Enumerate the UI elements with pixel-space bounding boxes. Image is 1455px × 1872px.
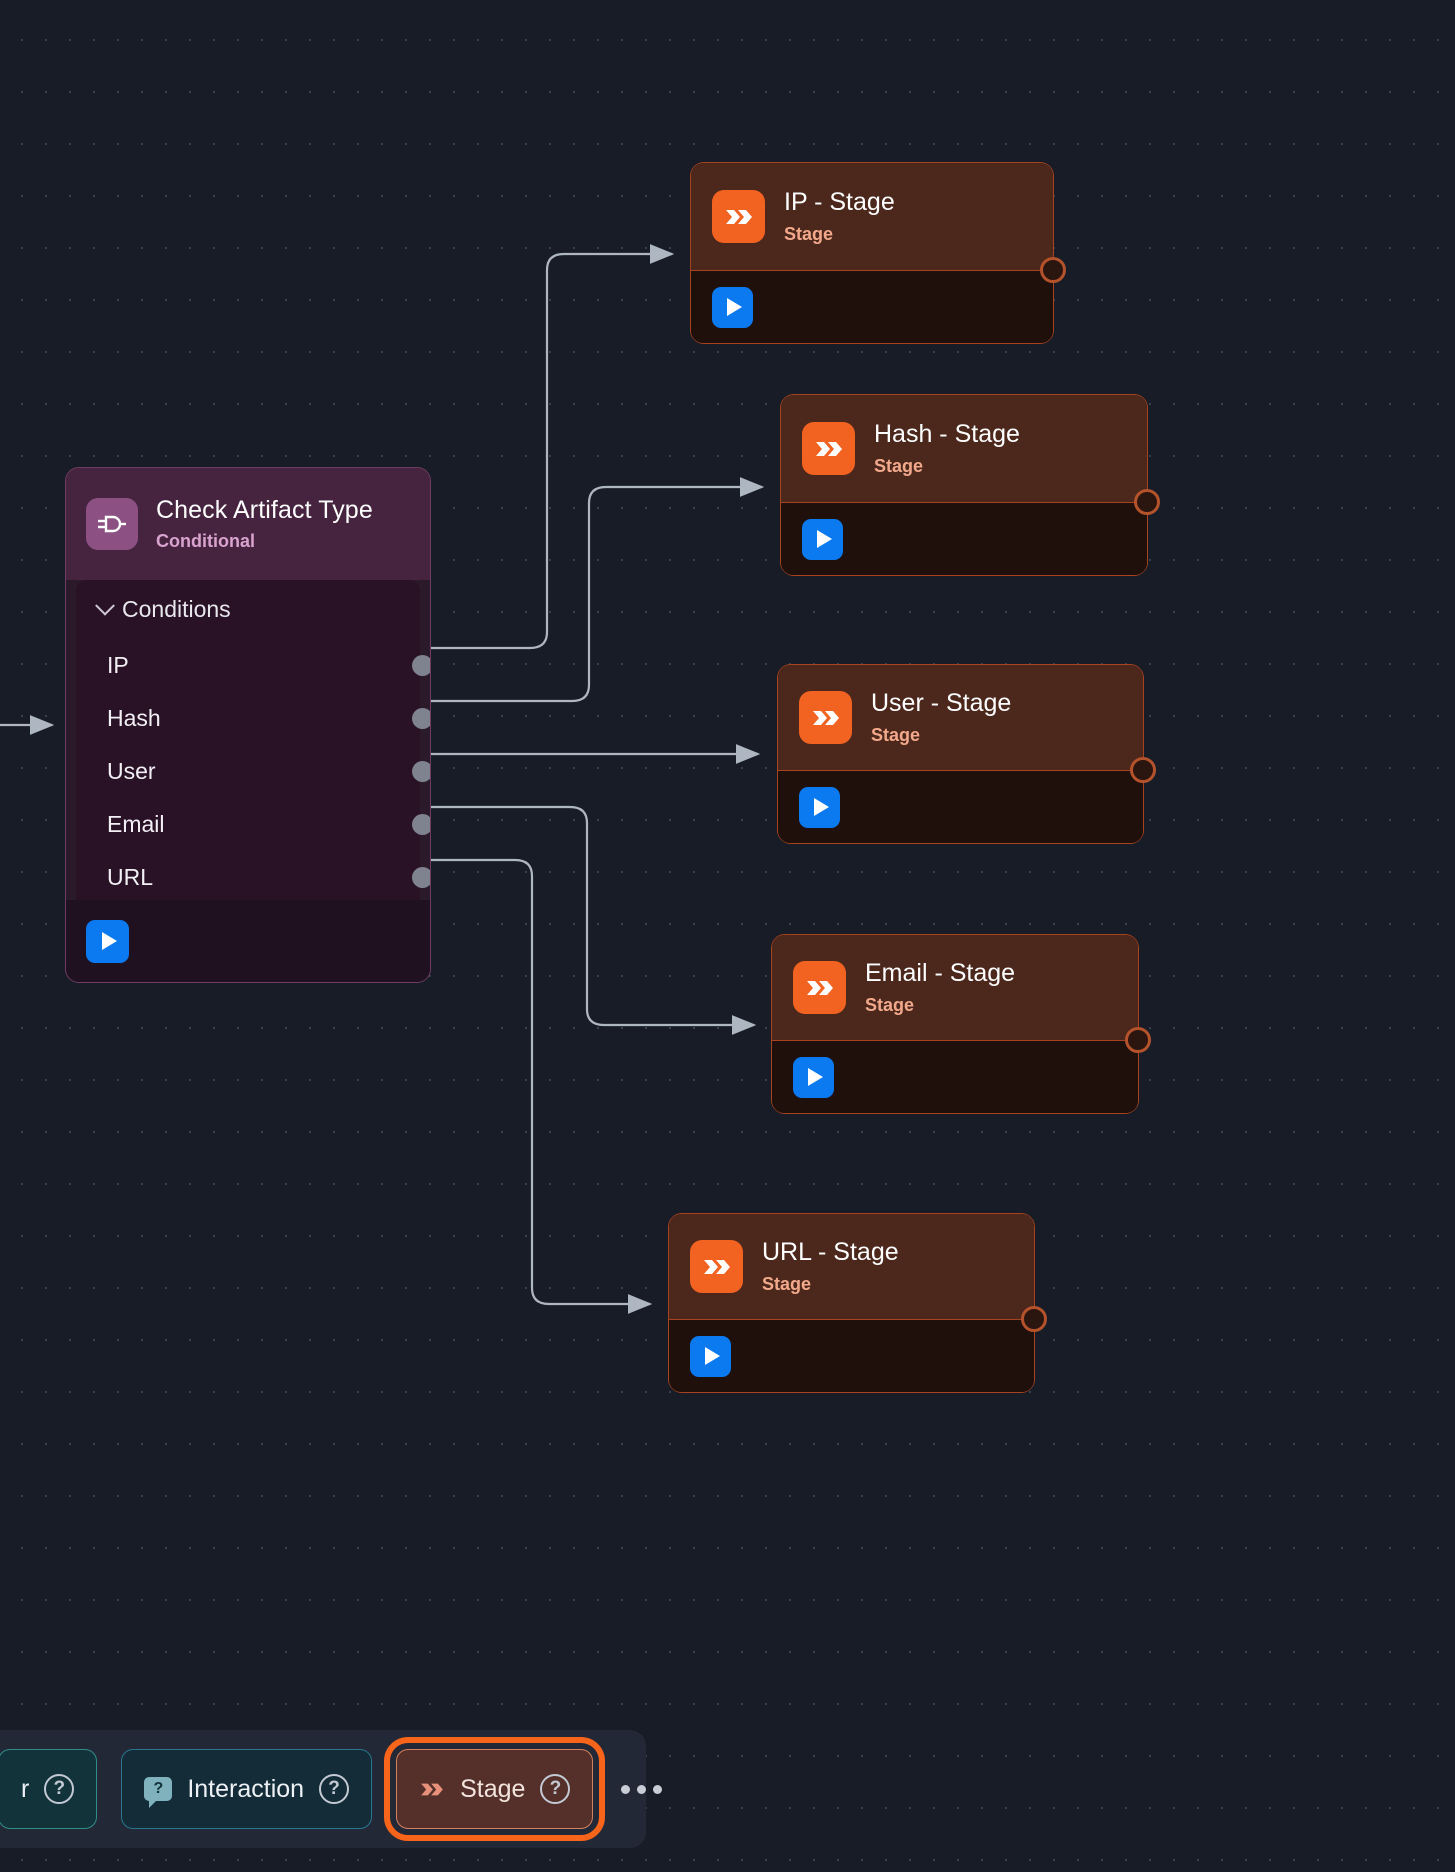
stage-node-header[interactable]: User - Stage Stage (778, 665, 1156, 783)
double-chevron-icon (419, 1775, 445, 1804)
play-icon[interactable] (86, 919, 129, 963)
question-mark-icon[interactable]: ? (44, 1774, 75, 1804)
node-check-artifact-type[interactable]: Check Artifact Type Conditional Conditio… (65, 467, 431, 983)
output-port-user[interactable] (412, 761, 430, 782)
conditional-node-footer (66, 900, 430, 982)
stage-node-subtitle: Stage (762, 1274, 812, 1294)
stage-node-body (669, 1320, 1034, 1392)
play-icon[interactable] (799, 786, 840, 828)
stage-node-title: Hash - Stage (874, 420, 1020, 448)
double-chevron-icon (712, 190, 765, 243)
palette-button-label: r (21, 1774, 30, 1803)
condition-row-user[interactable]: User (76, 745, 430, 798)
output-port-hash[interactable] (412, 708, 430, 729)
stage-node-header[interactable]: URL - Stage Stage (669, 1214, 1047, 1332)
node-user-stage[interactable]: User - Stage Stage (777, 664, 1156, 844)
stage-node-title: User - Stage (871, 689, 1012, 717)
stage-node-subtitle: Stage (865, 995, 915, 1015)
output-port-email-stage[interactable] (1125, 1027, 1151, 1053)
palette-button-label: Stage (460, 1774, 526, 1803)
condition-label: URL (107, 864, 154, 890)
palette-button-label: Interaction (187, 1774, 305, 1803)
condition-row-hash[interactable]: Hash (76, 692, 430, 745)
conditions-section-toggle[interactable]: Conditions (76, 595, 420, 623)
palette-button-stage[interactable]: Stage ? (384, 1737, 606, 1841)
node-url-stage[interactable]: URL - Stage Stage (668, 1213, 1047, 1393)
node-hash-stage[interactable]: Hash - Stage Stage (780, 394, 1160, 576)
output-port-ip[interactable] (412, 655, 430, 676)
stage-node-title: Email - Stage (865, 959, 1016, 987)
condition-row-ip[interactable]: IP (76, 639, 430, 692)
stage-node-subtitle: Stage (784, 224, 834, 244)
double-chevron-icon (802, 422, 855, 475)
edge-ip (404, 244, 675, 650)
stage-node-body (778, 771, 1143, 843)
condition-label: Hash (107, 705, 161, 731)
node-ip-stage[interactable]: IP - Stage Stage (690, 162, 1066, 344)
logic-gate-icon (86, 498, 138, 550)
question-mark-icon[interactable]: ? (319, 1774, 350, 1804)
conditions-panel: Conditions IP Hash User Email URL (76, 580, 430, 904)
edge-hash (404, 477, 765, 703)
output-port-hash-stage[interactable] (1134, 489, 1160, 515)
condition-label: IP (107, 652, 129, 678)
conditional-node-subtitle: Conditional (156, 531, 255, 551)
condition-label: User (107, 758, 156, 784)
stage-node-body (691, 271, 1053, 343)
edge-email (404, 805, 757, 1035)
double-chevron-icon (690, 1240, 743, 1293)
output-port-email[interactable] (412, 814, 430, 835)
play-icon[interactable] (690, 1335, 731, 1377)
node-palette-toolbar[interactable]: r ? ? Interaction ? Stage ? (0, 1730, 663, 1848)
palette-button-interaction[interactable]: ? Interaction ? (121, 1749, 373, 1829)
play-icon[interactable] (793, 1056, 834, 1098)
stage-node-header[interactable]: Email - Stage Stage (772, 935, 1151, 1053)
conditions-section-label: Conditions (122, 596, 231, 622)
stage-node-header[interactable]: IP - Stage Stage (691, 163, 1066, 283)
edge-url (404, 858, 653, 1314)
stage-node-title: IP - Stage (784, 188, 895, 216)
chevron-down-icon (95, 595, 115, 616)
node-email-stage[interactable]: Email - Stage Stage (771, 934, 1151, 1114)
stage-node-subtitle: Stage (874, 456, 924, 476)
palette-button-partial[interactable]: r ? (0, 1749, 98, 1829)
output-port-ip-stage[interactable] (1040, 257, 1066, 283)
ellipsis-icon[interactable] (621, 1784, 663, 1794)
question-mark-icon[interactable]: ? (540, 1774, 571, 1804)
conditional-node-title: Check Artifact Type (156, 496, 373, 524)
speech-bubble-question-icon: ? (144, 1777, 173, 1808)
play-icon[interactable] (802, 518, 843, 560)
stage-node-header[interactable]: Hash - Stage Stage (781, 395, 1160, 515)
condition-row-email[interactable]: Email (76, 798, 430, 851)
output-port-url-stage[interactable] (1021, 1306, 1047, 1332)
double-chevron-icon (793, 961, 846, 1014)
stage-node-body (772, 1041, 1138, 1113)
stage-node-title: URL - Stage (762, 1238, 899, 1266)
double-chevron-icon (799, 691, 852, 744)
condition-row-url[interactable]: URL (76, 851, 430, 904)
output-port-user-stage[interactable] (1130, 757, 1156, 783)
conditional-node-header[interactable]: Check Artifact Type Conditional (66, 468, 430, 580)
stage-node-body (781, 503, 1147, 575)
play-icon[interactable] (712, 286, 753, 328)
output-port-url[interactable] (412, 867, 430, 888)
stage-node-subtitle: Stage (871, 725, 921, 745)
condition-label: Email (107, 811, 165, 837)
